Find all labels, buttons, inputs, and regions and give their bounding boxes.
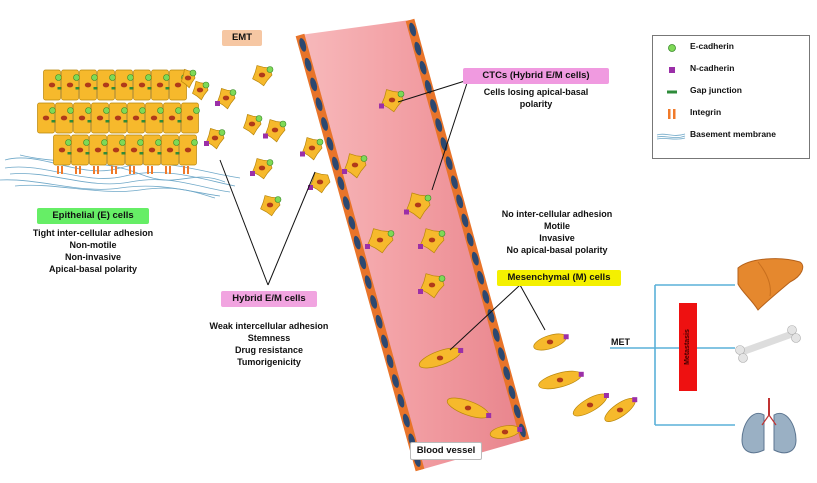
epithelial-cell (116, 70, 136, 100)
epithelial-cell (38, 103, 58, 133)
epithelial-cell (72, 135, 92, 165)
epithelial-cell (110, 103, 130, 133)
legend-label: N-cadherin (690, 63, 734, 73)
epithelial-cell (144, 135, 164, 165)
mesenchymal-cell (602, 394, 639, 425)
hybrid-cell (263, 120, 286, 142)
hybrid-cell (261, 196, 281, 216)
met-label: MET (611, 336, 630, 348)
epithelial-cell (164, 103, 184, 133)
epithelial-cell (80, 70, 100, 100)
gap-junction-icon (653, 84, 689, 100)
legend: E-cadherin N-cadherin Gap junction Integ… (652, 35, 810, 159)
epithelial-cell (162, 135, 182, 165)
epithelial-cell (180, 135, 198, 165)
mesenchymal-label: Mesenchymal (M) cells (497, 270, 621, 286)
epithelial-cell (90, 135, 110, 165)
epithelial-cell (54, 135, 74, 165)
epithelial-cell (146, 103, 166, 133)
epithelial-cell (108, 135, 128, 165)
legend-label: E-cadherin (690, 41, 734, 51)
basement-membrane-icon (653, 128, 689, 144)
epithelial-cell (92, 103, 112, 133)
legend-label: Integrin (690, 107, 721, 117)
metastasis-label: Metastasis (682, 329, 694, 365)
hybrid-cell (215, 89, 236, 109)
legend-label: Basement membrane (690, 129, 776, 139)
ctcs-label: CTCs (Hybrid E/M cells) (463, 68, 609, 84)
blood-vessel-label: Blood vessel (410, 442, 482, 460)
epithelial-label: Epithelial (E) cells (37, 208, 149, 224)
e-cadherin-icon (653, 40, 689, 56)
bone-icon (736, 326, 801, 363)
legend-item: Basement membrane (653, 128, 811, 144)
mesenchymal-description: No inter-cellular adhesion Motile Invasi… (480, 208, 634, 256)
mesenchymal-cell (532, 331, 569, 354)
hybrid-cell (300, 138, 323, 160)
epithelial-cell (134, 70, 154, 100)
hybrid-cell (193, 81, 210, 100)
hybrid-cell (253, 66, 273, 86)
epithelial-cell (126, 135, 146, 165)
epithelial-cell-sheet (38, 70, 200, 174)
hybrid-label: Hybrid E/M cells (221, 291, 317, 307)
epithelial-cell (152, 70, 172, 100)
emt-label: EMT (222, 30, 262, 46)
legend-label: Gap junction (690, 85, 742, 95)
legend-item: Integrin (653, 106, 811, 122)
hybrid-cell (204, 129, 225, 149)
integrin-icon (653, 106, 689, 122)
hybrid-cell (250, 159, 273, 179)
epithelial-cell (62, 70, 82, 100)
epithelial-description: Tight inter-cellular adhesion Non-motile… (18, 227, 168, 275)
epithelial-cell (128, 103, 148, 133)
n-cadherin-icon (653, 62, 689, 78)
liver-icon (738, 259, 803, 310)
mesenchymal-cell (570, 390, 609, 420)
mesenchymal-cell (537, 368, 584, 393)
lungs-icon (742, 398, 796, 453)
legend-item: Gap junction (653, 84, 811, 100)
epithelial-cell (74, 103, 94, 133)
ctcs-description: Cells losing apical-basal polarity (470, 86, 602, 110)
epithelial-cell (98, 70, 118, 100)
hybrid-cell (244, 115, 263, 135)
hybrid-description: Weak intercellular adhesion Stemness Dru… (192, 320, 346, 368)
hybrid-cell (308, 173, 330, 193)
epithelial-cell (182, 103, 200, 133)
epithelial-cell (44, 70, 64, 100)
epithelial-cell (56, 103, 76, 133)
legend-item: E-cadherin (653, 40, 811, 56)
legend-item: N-cadherin (653, 62, 811, 78)
